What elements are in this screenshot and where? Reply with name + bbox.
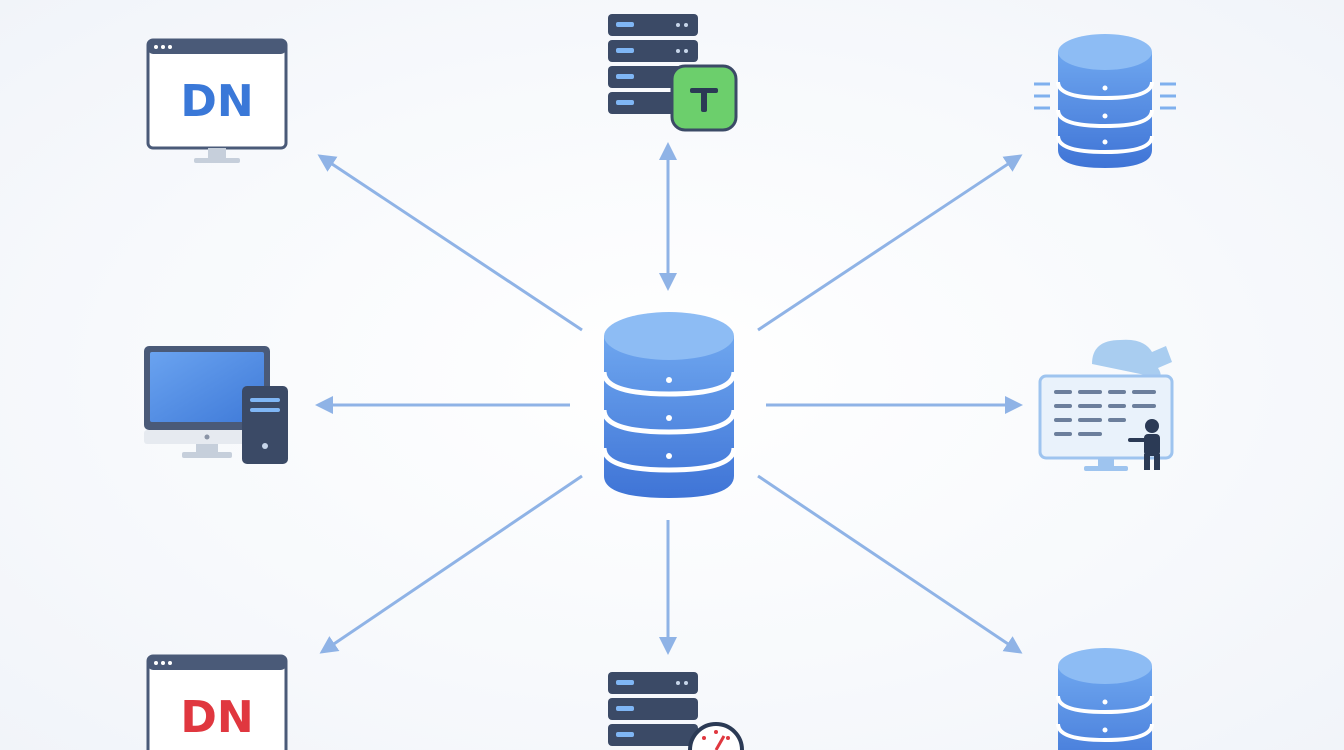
connections bbox=[315, 142, 1023, 655]
t-badge-icon bbox=[670, 64, 738, 132]
top-left-monitor: DN bbox=[146, 38, 288, 163]
gear-icon bbox=[1092, 339, 1172, 378]
database-icon bbox=[601, 312, 737, 498]
arrow-center-to-top-left bbox=[317, 154, 583, 332]
bottom-right-db bbox=[1056, 648, 1154, 750]
arrow-center-to-top-right bbox=[757, 154, 1023, 332]
monitor-icon bbox=[146, 38, 288, 163]
top-right-db bbox=[1034, 34, 1176, 168]
desktop-computer-icon bbox=[144, 346, 288, 464]
server-rack-icon bbox=[608, 672, 698, 746]
presenter-figure bbox=[1128, 419, 1160, 470]
top-server bbox=[608, 14, 738, 132]
monitor-label: DN bbox=[180, 692, 253, 743]
left-desktop bbox=[144, 346, 288, 464]
gauge-icon bbox=[688, 722, 744, 750]
dashboard-presenter-icon bbox=[1038, 339, 1174, 471]
database-icon bbox=[1056, 648, 1154, 750]
center-db bbox=[601, 312, 737, 498]
signal-lines bbox=[1034, 82, 1176, 110]
monitor-label: DN bbox=[180, 76, 253, 127]
right-dashboard bbox=[1038, 339, 1174, 471]
server-rack-icon bbox=[608, 14, 698, 114]
database-icon bbox=[1056, 34, 1154, 168]
monitor-icon bbox=[146, 654, 288, 750]
bottom-left-monitor: DN bbox=[146, 654, 288, 750]
arrow-center-to-bottom-right bbox=[757, 474, 1023, 654]
bottom-server bbox=[608, 672, 744, 750]
arrow-center-to-bottom-left bbox=[319, 474, 583, 654]
